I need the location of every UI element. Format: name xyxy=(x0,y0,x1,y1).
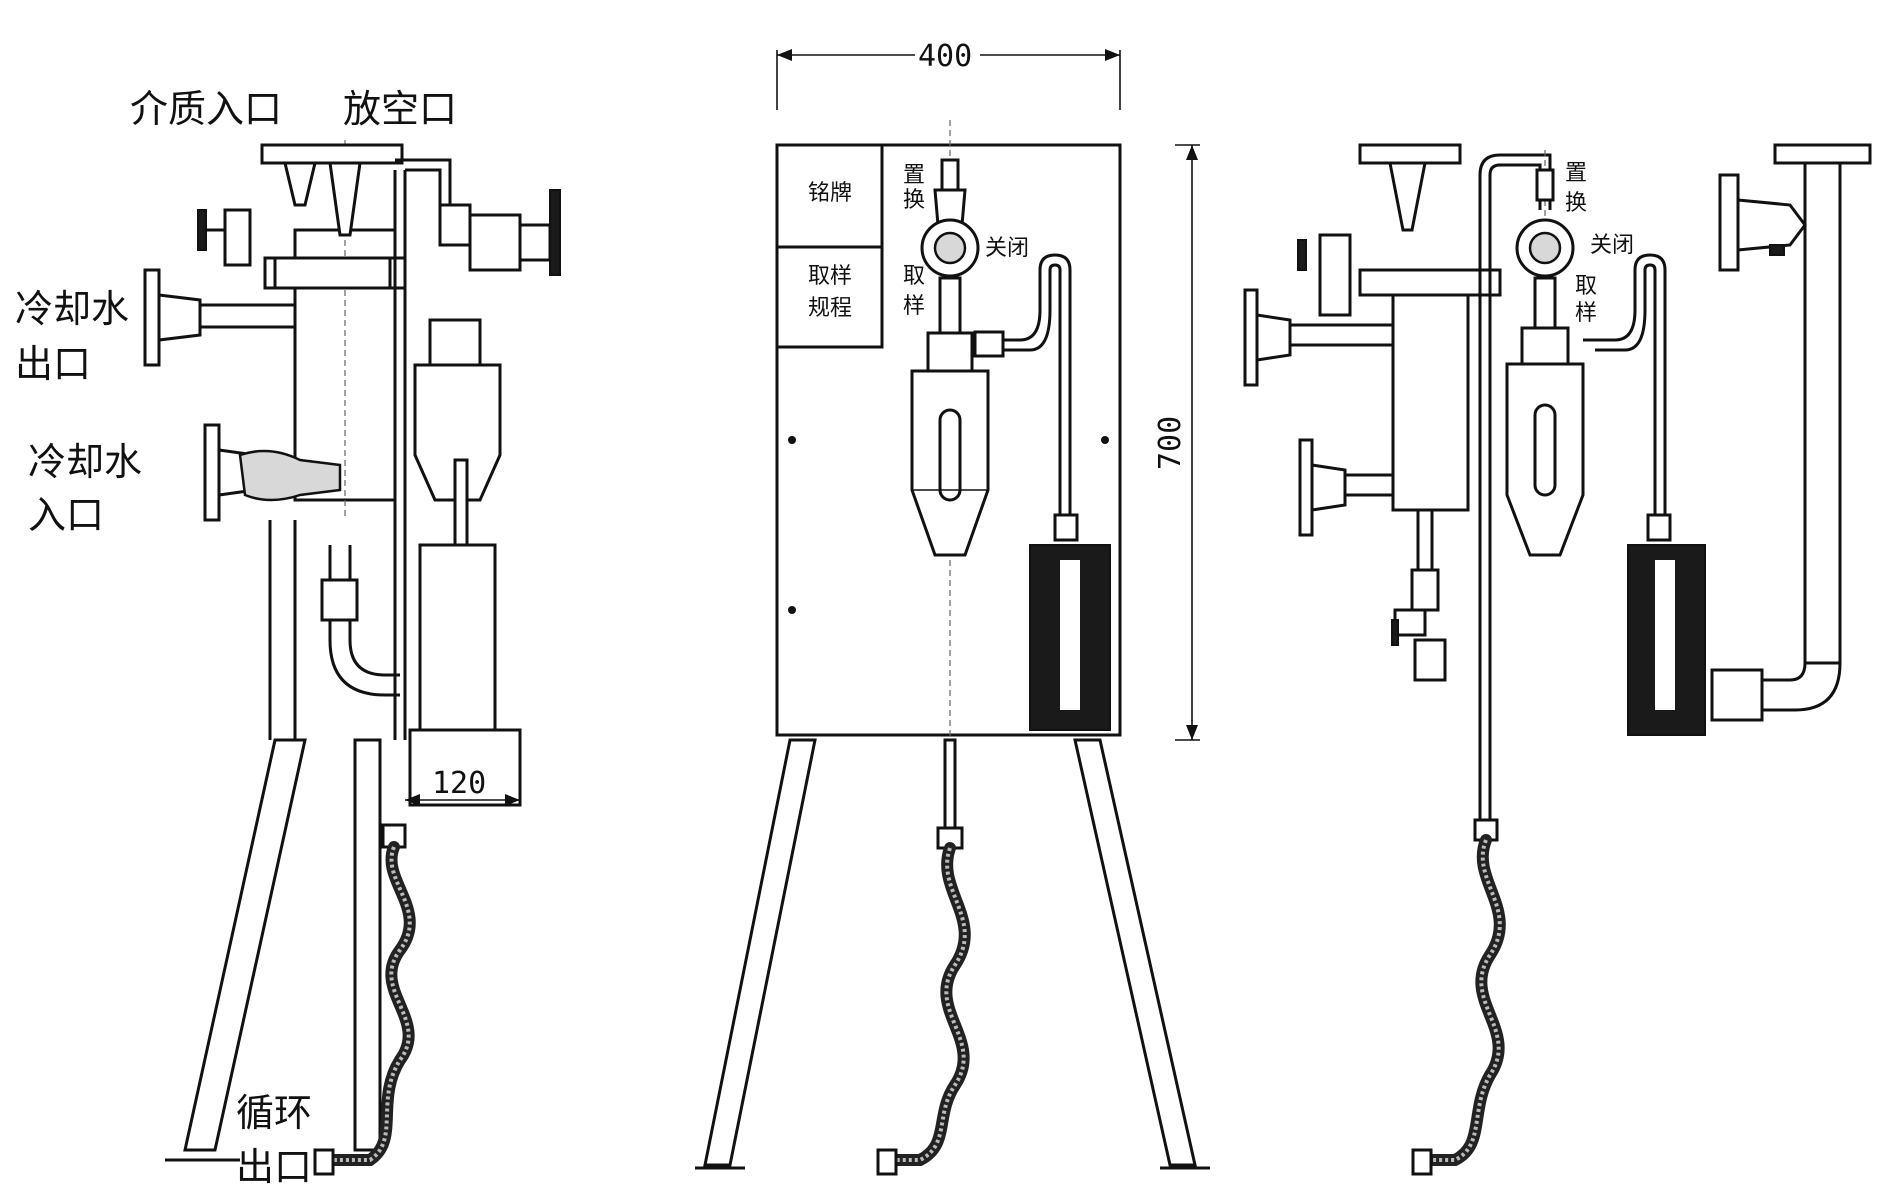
side-view: 120 xyxy=(143,140,561,1176)
label-sample-right-1: 取 xyxy=(1575,274,1597,299)
label-cooling-water-outlet-1: 冷却水 xyxy=(15,287,129,331)
front-view: 400 700 铭牌 取样 规程 xyxy=(695,35,1210,1176)
label-cooling-water-outlet-2: 出口 xyxy=(15,342,91,386)
rear-view: 置 换 关闭 取 样 xyxy=(1243,143,1872,1176)
label-cooling-water-inlet-1: 冷却水 xyxy=(28,440,142,484)
sampling-procedure-2: 规程 xyxy=(808,296,852,321)
label-purge-right-1: 置 xyxy=(1565,161,1587,186)
dim-width: 400 xyxy=(918,39,972,74)
dim-depth: 120 xyxy=(432,766,486,801)
label-purge-right-2: 换 xyxy=(1565,191,1587,216)
label-cooling-water-inlet-2: 入口 xyxy=(28,493,104,537)
label-vent: 放空口 xyxy=(343,87,457,131)
sampling-procedure-1: 取样 xyxy=(808,264,852,289)
label-close-right: 关闭 xyxy=(1590,233,1634,258)
label-purge-1: 置 xyxy=(903,163,925,188)
label-close: 关闭 xyxy=(985,236,1029,261)
label-sample-2: 样 xyxy=(903,294,925,319)
dim-height: 700 xyxy=(1153,416,1188,470)
label-circulation-outlet-2: 出口 xyxy=(236,1145,312,1189)
label-sample-right-2: 样 xyxy=(1575,301,1597,326)
label-purge-2: 换 xyxy=(903,188,925,213)
label-sample-1: 取 xyxy=(903,264,925,289)
label-circulation-outlet-1: 循环 xyxy=(236,1091,312,1135)
nameplate-label: 铭牌 xyxy=(808,181,852,206)
label-medium-inlet: 介质入口 xyxy=(130,87,282,131)
